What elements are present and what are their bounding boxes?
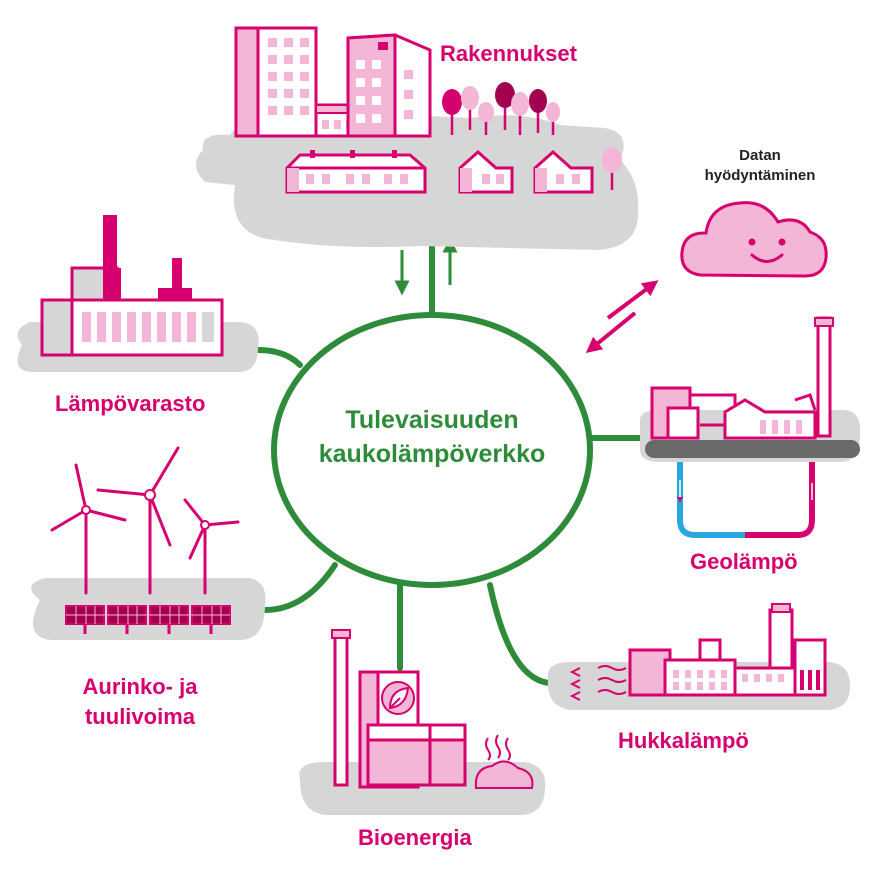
solar-wind-label-line2: tuulivoima: [84, 704, 195, 729]
buildings-label: Rakennukset: [440, 41, 577, 66]
storage-label: Lämpövarasto: [55, 391, 206, 416]
data-label: Datan hyödyntäminen: [690, 146, 830, 186]
geothermal-label: Geolämpö: [690, 549, 798, 574]
center-title-line1: Tulevaisuuden: [345, 406, 519, 434]
center-network-circle: [271, 312, 593, 588]
data-label-line1: Datan: [739, 147, 781, 164]
bioenergy-illustration: [299, 629, 546, 815]
center-title-line2: kaukolämpöverkko: [318, 440, 546, 468]
buildings-illustration: [195, 26, 639, 250]
center-title: Tulevaisuuden kaukolämpöverkko: [262, 403, 602, 471]
data-label-line2: hyödyntäminen: [704, 167, 816, 184]
waste-heat-illustration: [547, 603, 851, 710]
data-arrows: [585, 280, 659, 354]
solar-wind-label: Aurinko- ja tuulivoima: [60, 672, 220, 732]
storage-illustration: [17, 215, 259, 372]
geothermal-illustration: [640, 316, 861, 538]
solar-wind-illustration: [31, 446, 266, 640]
solar-wind-label-line1: Aurinko- ja: [82, 674, 198, 699]
data-cloud-icon: [680, 201, 828, 278]
waste-heat-label: Hukkalämpö: [618, 728, 749, 753]
bioenergy-label: Bioenergia: [358, 825, 472, 850]
flow-arrows: [394, 237, 458, 296]
